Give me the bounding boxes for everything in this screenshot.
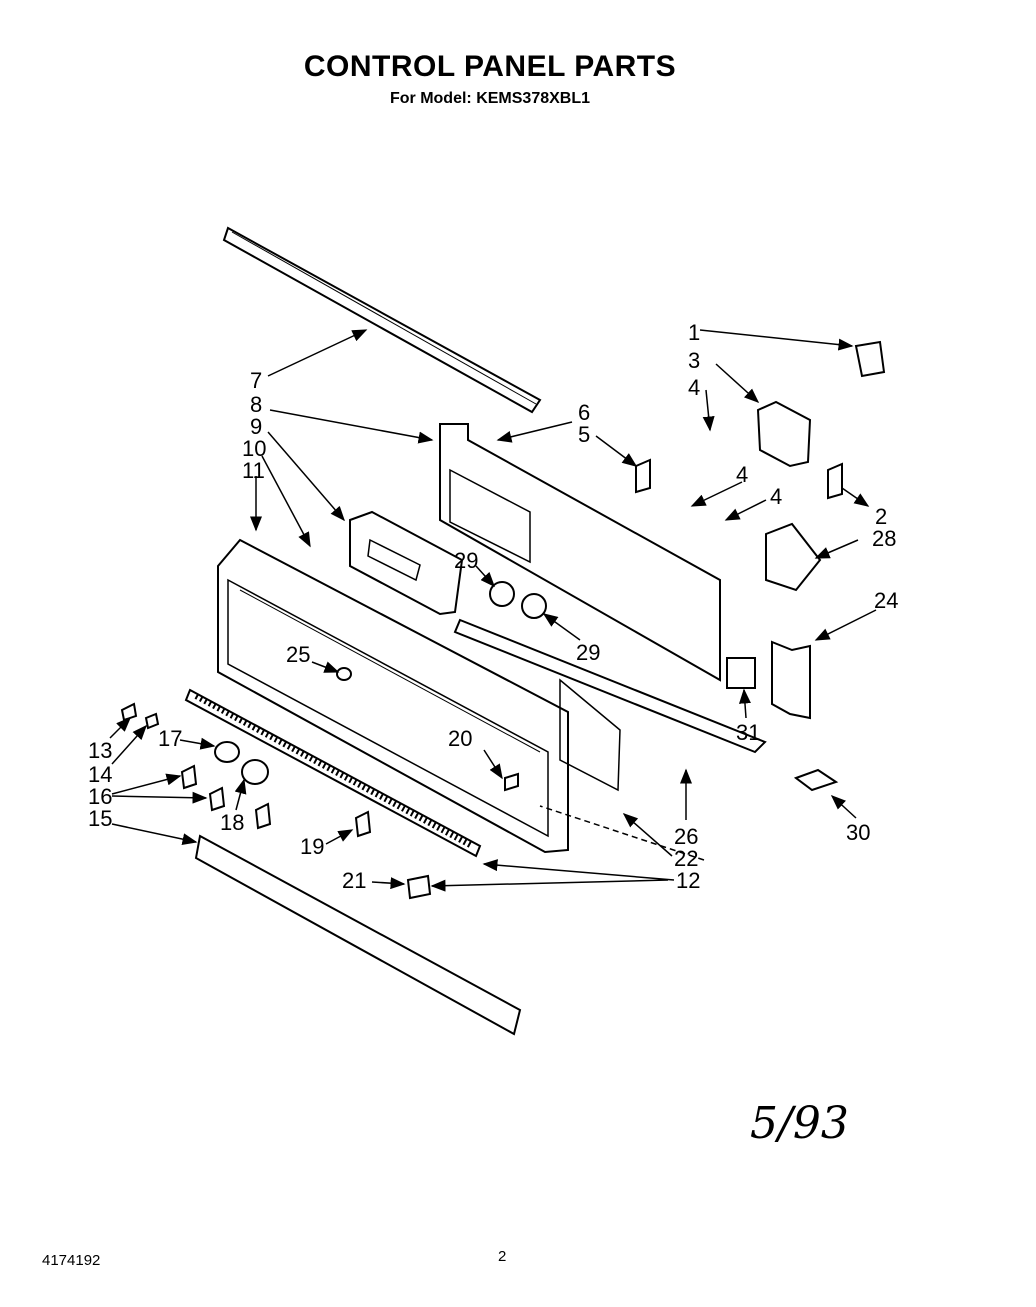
callout-21: 21 <box>342 868 366 893</box>
part-12-vent-grille <box>184 688 482 858</box>
callout-17: 17 <box>158 726 182 751</box>
page-number: 2 <box>498 1248 507 1265</box>
callout-8: 8 <box>250 392 262 417</box>
part-17-disc <box>214 741 240 763</box>
part-3-switch <box>756 400 812 468</box>
callout-14: 14 <box>88 762 112 787</box>
callout-16: 16 <box>88 784 112 809</box>
part-31-foam-pad <box>726 657 756 689</box>
part-8-bracket-plate <box>439 423 721 682</box>
part-16-knob-upper <box>180 764 198 790</box>
part-18-disc <box>241 759 269 785</box>
part-30-clip <box>793 768 839 792</box>
callout-26: 26 <box>674 824 698 849</box>
part-14-nut <box>144 712 160 730</box>
part-7-top-trim <box>222 226 542 414</box>
part-19-knob <box>354 810 372 838</box>
part-25-button <box>336 667 352 681</box>
callout-18: 18 <box>220 810 244 835</box>
doc-number: 4174192 <box>42 1252 101 1269</box>
callout-7: 7 <box>250 368 262 393</box>
callout-6: 6 <box>578 400 590 425</box>
callout-20: 20 <box>448 726 472 751</box>
callout-5: 5 <box>578 422 590 447</box>
part-11-panel-frame <box>217 538 569 854</box>
part-9-display-board <box>349 510 464 616</box>
callout-22: 22 <box>674 846 698 871</box>
model-subtitle: For Model: KEMS378XBL1 <box>389 90 591 107</box>
callout-13: 13 <box>88 738 112 763</box>
callout-28: 28 <box>872 526 896 551</box>
callout-15: 15 <box>88 806 112 831</box>
date-note: 5/93 <box>750 1098 849 1149</box>
part-29-wheel-upper <box>489 581 515 607</box>
part-22-glass-window <box>559 678 621 792</box>
callout-25: 25 <box>286 642 310 667</box>
callout-19: 19 <box>300 834 324 859</box>
callout-10: 10 <box>242 436 266 461</box>
callout-4: 4 <box>770 484 782 509</box>
callout-9: 9 <box>250 414 262 439</box>
callout-24: 24 <box>874 588 898 613</box>
part-21-clip <box>406 874 432 900</box>
callout-12: 12 <box>676 868 700 893</box>
part-1-connector <box>854 340 886 378</box>
part-26-support-rail <box>453 618 767 754</box>
part-15-bottom-trim <box>194 834 522 1036</box>
callout-31: 31 <box>736 720 760 745</box>
part-20-clip <box>504 772 519 792</box>
callout-30: 30 <box>846 820 870 845</box>
callout-2: 2 <box>875 504 887 529</box>
part-18-knob <box>254 802 272 830</box>
part-13-screw <box>120 702 138 722</box>
callout-29: 29 <box>576 640 600 665</box>
page-title: CONTROL PANEL PARTS <box>303 50 677 83</box>
part-29-wheel-lower <box>521 593 547 619</box>
part-28-relay <box>765 522 822 592</box>
part-24-side-bracket <box>771 640 811 720</box>
callout-4: 4 <box>688 375 700 400</box>
part-16-knob-lower <box>208 786 226 812</box>
part-5-terminal <box>635 458 651 494</box>
callout-3: 3 <box>688 348 700 373</box>
callout-11: 11 <box>242 458 265 483</box>
part-2-terminal <box>827 462 843 500</box>
callout-29: 29 <box>454 548 478 573</box>
callout-1: 1 <box>688 320 700 345</box>
callout-4: 4 <box>736 462 748 487</box>
